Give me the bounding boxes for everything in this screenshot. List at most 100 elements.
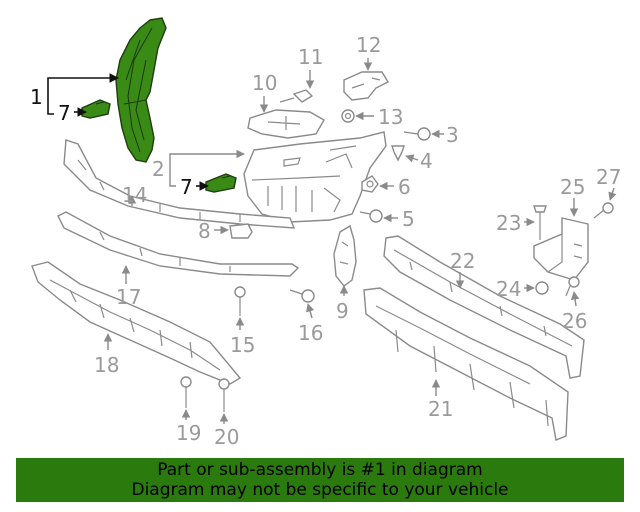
callout-2: 2 (152, 157, 165, 181)
part-11-bolt[interactable] (279, 89, 314, 103)
part-23-stud[interactable] (533, 205, 547, 240)
callout-24: 24 (496, 277, 521, 301)
callout-6: 6 (398, 175, 411, 199)
leader-1-lower (47, 96, 54, 115)
callout-25: 25 (560, 175, 585, 199)
parts-diagram: 1 7 7 2 3 4 5 6 8 9 10 11 12 13 14 15 16… (30, 17, 621, 449)
part-18-lower-shield[interactable] (31, 261, 242, 385)
callout-26: 26 (562, 309, 587, 333)
part-24-shape (535, 281, 549, 295)
callout-7-lower: 7 (180, 175, 193, 199)
part-19-bolt[interactable] (180, 376, 192, 408)
part-9-shape (333, 224, 357, 287)
callout-21: 21 (428, 397, 453, 421)
part-6-hole (366, 180, 374, 188)
part-21-impact-absorber[interactable] (363, 287, 569, 441)
part-27-shaft (593, 209, 605, 219)
part-12-shape (343, 71, 389, 101)
part-22-shape (383, 235, 585, 379)
callout-7-upper: 7 (58, 101, 71, 125)
callout-22: 22 (450, 249, 475, 273)
part-11-shape (292, 89, 314, 103)
callout-3: 3 (446, 123, 459, 147)
part-20-bolt[interactable] (218, 378, 230, 412)
part-19-head (180, 376, 192, 388)
part-14-shape (63, 139, 296, 229)
info-banner: Part or sub-assembly is #1 in diagram Di… (16, 458, 624, 502)
part-24-nut[interactable] (535, 281, 549, 295)
part-16-bolt[interactable] (289, 289, 315, 303)
part-16-head (301, 289, 315, 303)
part-22-reinforcement-beam[interactable] (383, 235, 585, 379)
leader-2-lower (169, 170, 176, 187)
part-27-bolt[interactable] (593, 202, 614, 219)
callout-4: 4 (420, 149, 433, 173)
part-11-thread (279, 97, 295, 103)
leader-2 (169, 149, 245, 170)
callout-18: 18 (94, 353, 119, 377)
part-25-detail (547, 234, 583, 273)
part-22-detail (393, 249, 573, 347)
part-21-detail (375, 305, 549, 427)
part-17-shape (57, 211, 300, 277)
part-4-push-clip[interactable] (391, 145, 405, 162)
callout-12: 12 (356, 33, 381, 57)
leader-26 (570, 291, 580, 307)
part-26-head (568, 276, 580, 288)
part-1-side-bracket[interactable] (115, 17, 167, 163)
part-9-detail (339, 241, 349, 265)
part-17-trim-strip[interactable] (57, 211, 300, 277)
callout-23: 23 (496, 211, 521, 235)
callout-9: 9 (336, 299, 349, 323)
leader-1 (47, 73, 119, 96)
part-6-shape (361, 175, 379, 193)
part-16-shaft (289, 289, 303, 295)
part-27-head (602, 202, 614, 214)
part-7-clip-upper[interactable] (81, 99, 111, 119)
callout-27: 27 (596, 165, 621, 189)
leader-16 (306, 303, 315, 319)
part-25-shape (533, 217, 589, 281)
part-26-shaft (565, 285, 571, 297)
part-7-upper-shape (81, 99, 111, 119)
part-10-cover-plate[interactable] (247, 109, 325, 139)
part-23-head (533, 205, 547, 213)
part-12-sensor[interactable] (343, 71, 389, 101)
part-9-bracket[interactable] (333, 224, 357, 287)
part-10-detail (267, 116, 301, 130)
callout-19: 19 (176, 421, 201, 445)
part-25-mounting-bracket[interactable] (533, 217, 589, 281)
part-7-lower-shape (205, 173, 237, 193)
part-6-grommet[interactable] (361, 175, 379, 193)
part-7-lower-detail (221, 175, 231, 179)
part-15-bolt[interactable] (234, 286, 246, 316)
part-2-detail (251, 145, 357, 213)
part-3-screw[interactable] (403, 127, 431, 141)
callout-15: 15 (230, 333, 255, 357)
part-17-detail (99, 231, 231, 272)
leader-lines (47, 58, 617, 424)
banner-line-2: Diagram may not be specific to your vehi… (131, 480, 509, 500)
part-2-bumper-cover[interactable] (243, 131, 387, 223)
callout-10: 10 (252, 71, 277, 95)
part-8-clip[interactable] (229, 223, 253, 239)
part-7-clip-lower[interactable] (205, 173, 237, 193)
banner-line-1: Part or sub-assembly is #1 in diagram (157, 460, 483, 480)
part-1-shape (115, 17, 167, 163)
part-5-screw[interactable] (359, 209, 383, 223)
part-5-shaft (359, 211, 371, 215)
part-13-hole (344, 112, 352, 120)
part-26-bolt[interactable] (565, 276, 580, 297)
part-20-head (218, 378, 230, 390)
callout-5: 5 (402, 207, 415, 231)
part-12-detail (351, 77, 381, 89)
callout-11: 11 (298, 45, 323, 69)
part-15-head (234, 286, 246, 298)
part-13-shape (341, 109, 355, 123)
part-13-nut[interactable] (341, 109, 355, 123)
callout-14: 14 (122, 183, 147, 207)
part-8-shape (229, 223, 253, 239)
part-18-shape (31, 261, 242, 385)
part-21-shape (363, 287, 569, 441)
callout-numbers: 1 7 7 2 3 4 5 6 8 9 10 11 12 13 14 15 16… (30, 33, 621, 449)
